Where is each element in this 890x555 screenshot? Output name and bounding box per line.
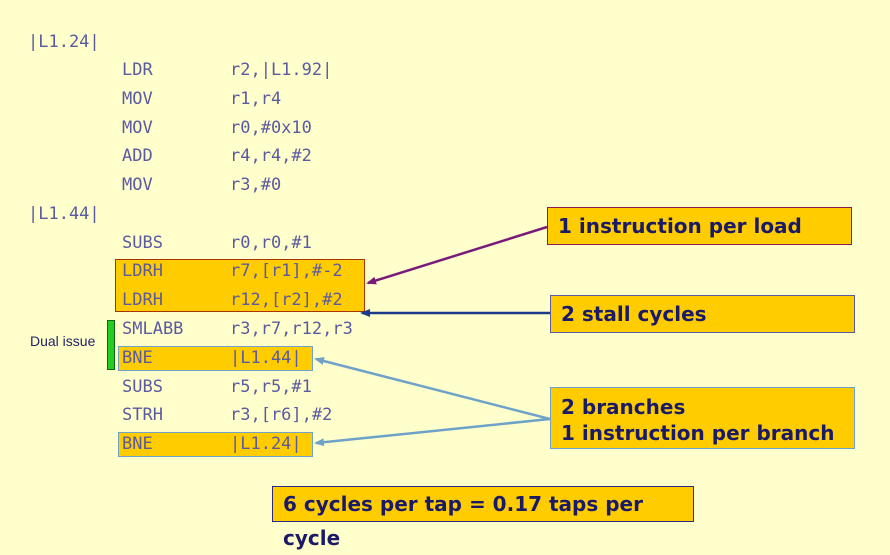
instr-op: SUBS — [122, 377, 163, 397]
ldrh-pair-highlight — [115, 259, 365, 312]
instr-op: SUBS — [122, 233, 163, 253]
callout-stall-text: 2 stall cycles — [561, 302, 707, 326]
instr-op: STRH — [122, 405, 163, 425]
instr-op: BNE — [122, 348, 153, 368]
callout-branches-line2: 1 instruction per branch — [561, 421, 835, 445]
arrow-branch-1 — [314, 357, 551, 421]
instr-op: MOV — [122, 175, 153, 195]
arrow-load — [366, 225, 548, 285]
label-l144: |L1.44| — [28, 204, 100, 224]
instr-args: r7,[r1],#-2 — [230, 261, 343, 281]
dual-issue-bar — [107, 320, 115, 370]
instr-args: |L1.44| — [230, 348, 302, 368]
bne-l124-highlight — [118, 432, 313, 457]
instr-op: BNE — [122, 434, 153, 454]
instr-args: r0,r0,#1 — [230, 233, 312, 253]
callout-branches-line1: 2 branches — [561, 395, 686, 419]
instr-op: ADD — [122, 146, 153, 166]
instr-args: r12,[r2],#2 — [230, 290, 343, 310]
instr-op: LDR — [122, 60, 153, 80]
instr-op: LDRH — [122, 290, 163, 310]
instr-args: r3,[r6],#2 — [230, 405, 333, 425]
instr-args: r0,#0x10 — [230, 118, 312, 138]
instr-args: r2,|L1.92| — [230, 60, 333, 80]
bne-l144-highlight — [118, 346, 313, 371]
instr-args: r5,r5,#1 — [230, 377, 312, 397]
callout-load: 1 instruction per load — [547, 207, 852, 245]
summary-box: 6 cycles per tap = 0.17 taps per cycle — [272, 486, 694, 550]
instr-op: MOV — [122, 118, 153, 138]
instr-op: SMLABB — [122, 319, 184, 339]
dual-issue-label: Dual issue — [30, 333, 96, 349]
instr-args: r3,#0 — [230, 175, 282, 195]
arrow-branch-2 — [314, 417, 551, 447]
callout-stall: 2 stall cycles — [550, 295, 855, 333]
instr-args: r3,r7,r12,r3 — [230, 319, 353, 339]
instr-args: r1,r4 — [230, 89, 282, 109]
instr-args: |L1.24| — [230, 434, 302, 454]
label-l124: |L1.24| — [28, 32, 100, 52]
instr-op: MOV — [122, 89, 153, 109]
callout-branches: 2 branches 1 instruction per branch — [550, 387, 855, 449]
instr-op: LDRH — [122, 261, 163, 281]
callout-load-text: 1 instruction per load — [558, 214, 802, 238]
arrows-layer — [314, 225, 551, 447]
instr-args: r4,r4,#2 — [230, 146, 312, 166]
